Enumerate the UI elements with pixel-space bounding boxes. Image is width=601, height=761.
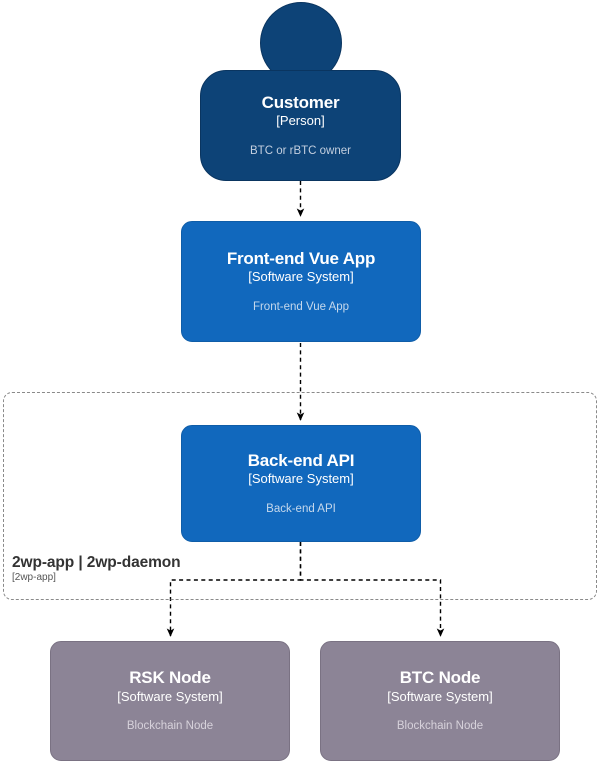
rsk-node-description: Blockchain Node — [126, 720, 214, 733]
customer-description: BTC or rBTC owner — [250, 144, 351, 157]
boundary-label: 2wp-app | 2wp-daemon [2wp-app] — [12, 554, 181, 584]
frontend-name: Front-end Vue App — [226, 248, 376, 268]
frontend-type: [Software System] — [248, 269, 354, 285]
customer-type: [Person] — [276, 113, 325, 129]
backend-type: [Software System] — [248, 471, 354, 487]
rsk-node-type: [Software System] — [117, 688, 223, 704]
customer-name: Customer — [261, 92, 340, 112]
element-rsk-node[interactable]: RSK Node [Software System] Blockchain No… — [50, 641, 290, 761]
customer-body: Customer [Person] BTC or rBTC owner — [200, 70, 401, 181]
element-backend-api[interactable]: Back-end API [Software System] Back-end … — [181, 425, 421, 542]
btc-node-description: Blockchain Node — [396, 720, 484, 733]
backend-name: Back-end API — [247, 450, 355, 470]
boundary-2wp-app — [3, 392, 597, 600]
backend-description: Back-end API — [266, 502, 336, 515]
boundary-type: [2wp-app] — [12, 572, 56, 584]
element-customer[interactable]: Customer [Person] BTC or rBTC owner — [200, 2, 401, 181]
element-btc-node[interactable]: BTC Node [Software System] Blockchain No… — [320, 641, 560, 761]
btc-node-name: BTC Node — [399, 668, 481, 688]
element-frontend-vue-app[interactable]: Front-end Vue App [Software System] Fron… — [181, 221, 421, 342]
boundary-name: 2wp-app | 2wp-daemon — [12, 554, 181, 571]
frontend-description: Front-end Vue App — [252, 300, 350, 313]
rsk-node-name: RSK Node — [129, 668, 211, 688]
btc-node-type: [Software System] — [387, 688, 493, 704]
